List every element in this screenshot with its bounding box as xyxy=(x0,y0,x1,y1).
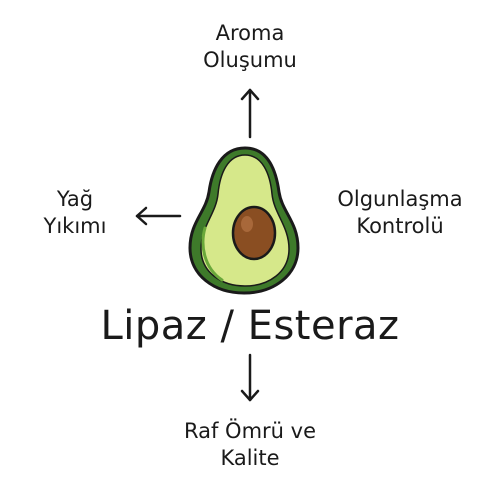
label-top-line1: Aroma xyxy=(215,21,285,45)
label-aroma-formation: Aroma Oluşumu xyxy=(170,20,330,74)
avocado-pit xyxy=(231,205,277,261)
label-left-line2: Yıkımı xyxy=(43,214,107,238)
label-bottom-line2: Kalite xyxy=(220,446,280,470)
label-ripening-control: Olgunlaşma Kontrolü xyxy=(310,186,490,240)
label-left-line1: Yağ xyxy=(56,187,94,211)
label-fat-breakdown: Yağ Yıkımı xyxy=(20,186,130,240)
arrow-down-icon xyxy=(240,353,260,402)
label-right-line2: Kontrolü xyxy=(356,214,444,238)
label-top-line2: Oluşumu xyxy=(203,48,297,72)
label-bottom-line1: Raf Ömrü ve xyxy=(183,419,317,443)
arrow-up-icon xyxy=(240,88,260,139)
label-right-line1: Olgunlaşma xyxy=(337,187,463,211)
label-shelf-life-quality: Raf Ömrü ve Kalite xyxy=(130,418,370,472)
avocado-icon xyxy=(188,146,300,295)
arrow-left-icon xyxy=(135,206,182,226)
center-title: Lipaz / Esteraz xyxy=(100,303,400,349)
avocado-highlight xyxy=(201,226,224,282)
avocado-pit-shine xyxy=(241,216,253,232)
